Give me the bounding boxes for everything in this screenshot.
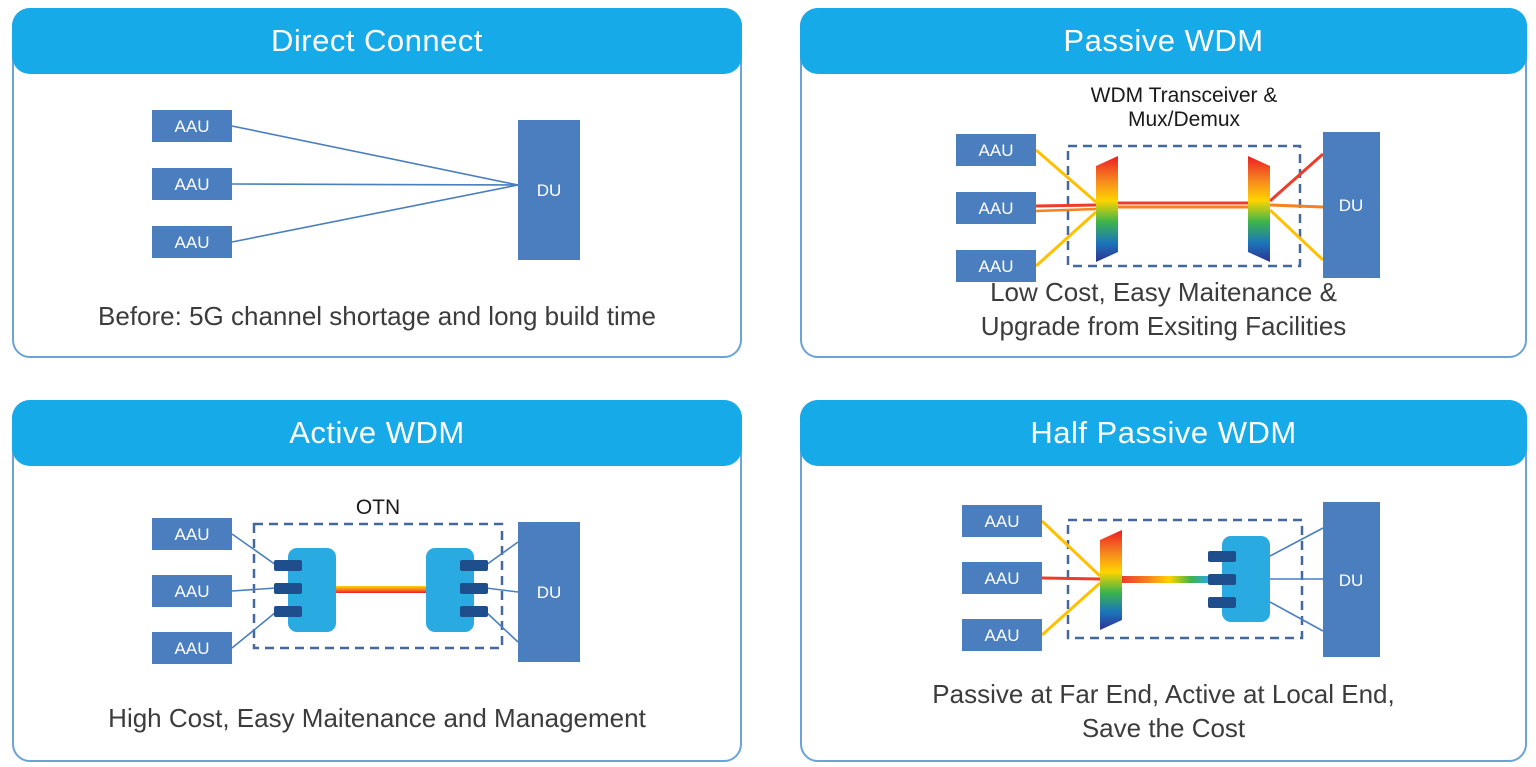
panel-title: Half Passive WDM [1030, 415, 1297, 450]
fiber-yellow [1040, 581, 1102, 637]
aau-box [962, 619, 1042, 651]
port [1208, 574, 1236, 585]
du-box [1323, 502, 1380, 657]
fiber-orange [1269, 203, 1324, 209]
aau-box [956, 134, 1036, 166]
dashed-boundary [252, 522, 504, 650]
caption-text: High Cost, Easy Maitenance and Managemen… [108, 703, 646, 734]
trunk-fiber [336, 586, 426, 593]
fiber-yellow [1035, 148, 1097, 204]
du-label: DU [537, 181, 562, 200]
port [274, 583, 302, 594]
panel-active-wdm-header: Active WDM [12, 400, 742, 466]
diagram-label: OTN [356, 496, 400, 519]
connector-line [485, 611, 519, 643]
caption-text: Before: 5G channel shortage and long bui… [98, 301, 656, 332]
port [274, 606, 302, 617]
half-passive-wdm-diagram: AAU AAU AAU DU [962, 502, 1380, 657]
connector-line [231, 184, 519, 243]
direct-connect-diagram: AAU AAU AAU DU [152, 110, 580, 260]
du-box [518, 522, 580, 662]
aau-label: AAU [175, 233, 210, 252]
fiber-yellow [1268, 208, 1325, 262]
port [460, 583, 488, 594]
fiber-red [1041, 576, 1101, 581]
connector-line [231, 533, 277, 566]
panel-direct-connect-header: Direct Connect [12, 8, 742, 74]
aau-box [152, 632, 232, 664]
port [460, 560, 488, 571]
panel-active-wdm: Active WDM OTN [12, 400, 742, 762]
panel-half-passive-wdm-header: Half Passive WDM [800, 400, 1527, 466]
connector-line [231, 125, 519, 186]
caption-text: Upgrade from Exsiting Facilities [980, 311, 1347, 342]
aau-label: AAU [175, 175, 210, 194]
du-box [518, 120, 580, 260]
port [274, 560, 302, 571]
aau-label: AAU [979, 141, 1014, 160]
aau-label: AAU [979, 257, 1014, 276]
panel-half-passive-wdm: Half Passive WDM [800, 400, 1527, 762]
aau-label: AAU [175, 117, 210, 136]
caption-text: Passive at Far End, Active at Local End, [932, 679, 1395, 710]
aau-label: AAU [175, 582, 210, 601]
connector-line [231, 587, 277, 592]
aau-box [956, 192, 1036, 224]
aau-box [152, 168, 232, 200]
du-label: DU [1339, 571, 1364, 590]
aau-box [152, 575, 232, 607]
panel-caption: High Cost, Easy Maitenance and Managemen… [14, 702, 740, 736]
passive-wdm-diagram: WDM Transceiver & Mux/Demux AAU AAU [956, 84, 1380, 282]
caption-text: Save the Cost [1081, 713, 1246, 744]
panel-direct-connect: Direct Connect AAU AAU AAU DU Before: 5G… [12, 8, 742, 358]
fiber-orange [1035, 207, 1097, 213]
panel-title: Direct Connect [270, 23, 484, 58]
trunk-fiber [1122, 576, 1208, 583]
connector-line [485, 541, 519, 566]
aau-label: AAU [985, 569, 1020, 588]
panel-caption: Before: 5G channel shortage and long bui… [14, 300, 740, 334]
demux-icon [1248, 156, 1270, 262]
connector-line [231, 183, 519, 186]
active-wdm-diagram: OTN AAU AAU [152, 496, 580, 664]
panel-title: Active WDM [289, 415, 465, 450]
aau-box [962, 505, 1042, 537]
mux-icon [1100, 530, 1122, 630]
connector-line [485, 587, 519, 593]
fiber-yellow [1034, 210, 1098, 268]
connector-line [231, 611, 277, 649]
aau-label: AAU [175, 525, 210, 544]
aau-label: AAU [175, 639, 210, 658]
aau-box [152, 518, 232, 550]
du-label: DU [537, 583, 562, 602]
fiber-yellow [1040, 519, 1102, 578]
port [1208, 597, 1236, 608]
connector-line [1269, 527, 1324, 557]
fiber-red [1035, 203, 1097, 208]
diagram-label: Mux/Demux [1128, 108, 1241, 131]
diagram-label: WDM Transceiver & [1091, 84, 1278, 107]
panel-title: Passive WDM [1063, 23, 1264, 58]
aau-box [152, 110, 232, 142]
aau-label: AAU [979, 199, 1014, 218]
panel-caption: Passive at Far End, Active at Local End,… [802, 678, 1525, 746]
du-box [1323, 132, 1380, 278]
aau-box [962, 562, 1042, 594]
panel-passive-wdm-header: Passive WDM [800, 8, 1527, 74]
panel-passive-wdm: Passive WDM WDM Transceiver & Mux/Demux [800, 8, 1527, 358]
aau-label: AAU [985, 626, 1020, 645]
panel-caption: Low Cost, Easy Maitenance & Upgrade from… [802, 276, 1525, 344]
aau-box [152, 226, 232, 258]
connector-line [1269, 601, 1324, 632]
fiber-red [1269, 152, 1324, 203]
du-label: DU [1339, 196, 1364, 215]
aau-label: AAU [985, 512, 1020, 531]
aau-box [956, 250, 1036, 282]
caption-text: Low Cost, Easy Maitenance & [990, 277, 1337, 308]
port [1208, 551, 1236, 562]
port [460, 606, 488, 617]
mux-icon [1096, 156, 1118, 262]
